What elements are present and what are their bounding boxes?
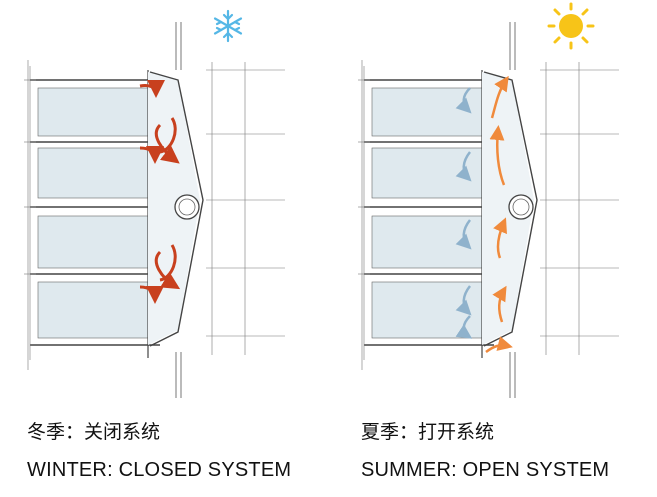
summer-interior-airflow <box>455 87 473 339</box>
winter-caption-english: WINTER: CLOSED SYSTEM <box>27 459 292 481</box>
winter-rooms <box>37 87 149 339</box>
winter-dimensions <box>206 62 285 355</box>
summer-section-drawing <box>358 22 619 398</box>
winter-airflow-arrows <box>139 79 181 304</box>
summer-rooms <box>371 87 483 339</box>
facade-diagram <box>24 2 619 398</box>
winter-round-column <box>174 194 200 220</box>
snowflake-icon <box>213 9 243 43</box>
summer-round-column <box>508 194 534 220</box>
sun-icon <box>547 2 595 50</box>
winter-caption-chinese: 冬季：关闭系统 <box>27 421 161 443</box>
summer-cavity-airflow <box>485 75 513 354</box>
summer-dimensions <box>540 62 619 355</box>
winter-section-drawing <box>24 22 285 398</box>
summer-caption-english: SUMMER: OPEN SYSTEM <box>361 459 610 481</box>
summer-caption-chinese: 夏季：打开系统 <box>361 421 495 443</box>
